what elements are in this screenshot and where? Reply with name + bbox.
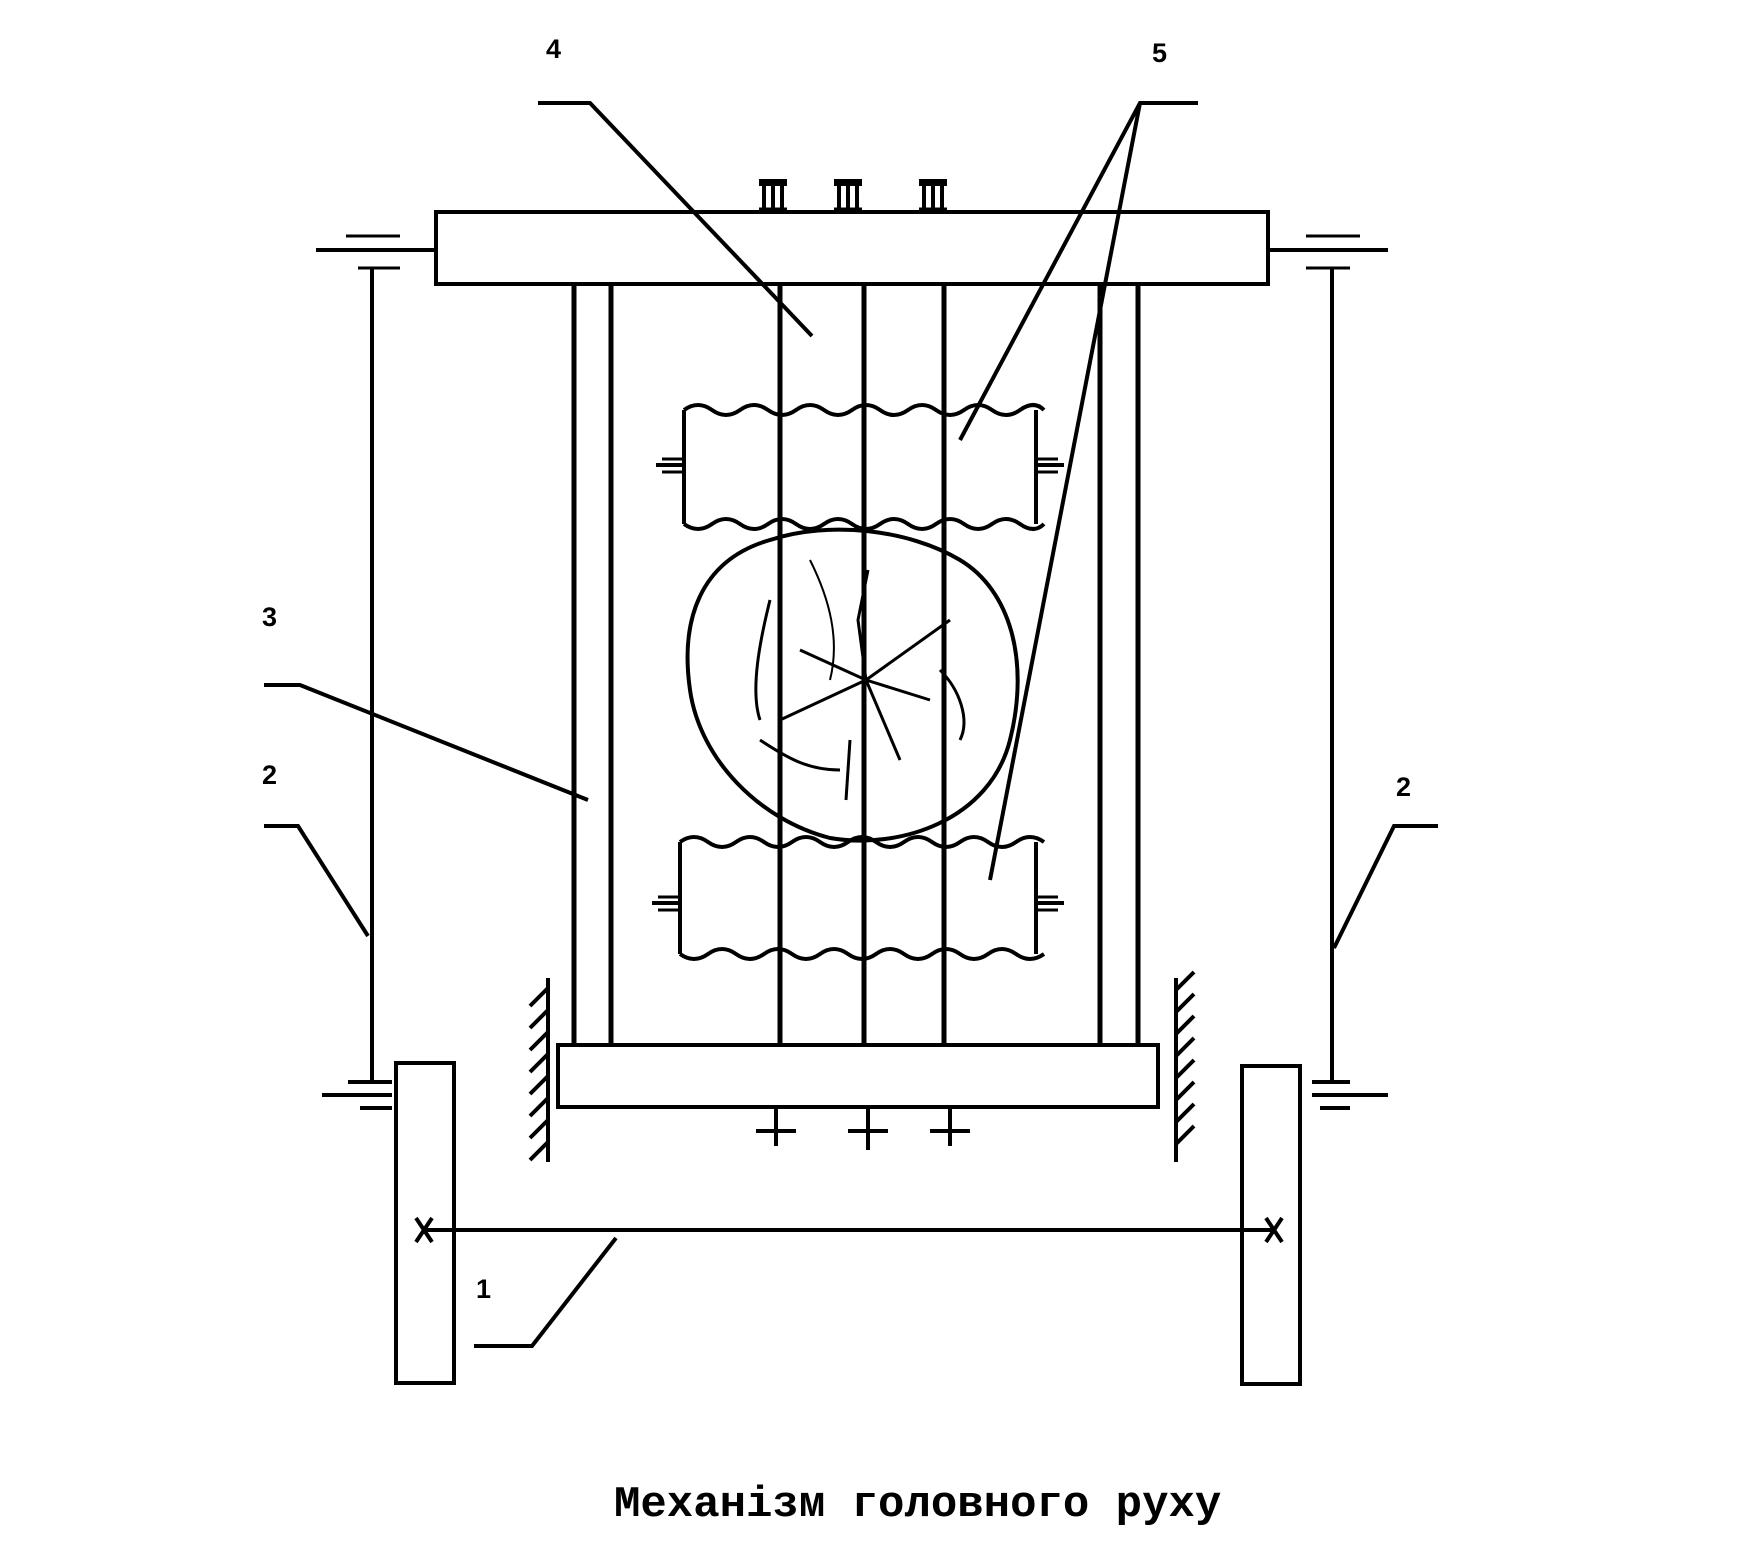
- right-fixed-guide: [1174, 970, 1196, 1162]
- top-beam: [434, 177, 1270, 286]
- top-left-guide: [316, 234, 436, 270]
- label-1: 1: [476, 1274, 491, 1304]
- saw-blades: [777, 284, 947, 1045]
- left-crank-wheel: [394, 1061, 456, 1385]
- bolt-1: [757, 177, 789, 211]
- right-crank-wheel: [1240, 1064, 1302, 1386]
- leader-lines: [264, 101, 1438, 1348]
- left-connecting-rod: [322, 268, 392, 1110]
- bolt-3: [917, 177, 949, 211]
- diagram-caption: Механізм головного руху: [614, 1480, 1221, 1530]
- left-fixed-guide: [528, 978, 550, 1162]
- label-3: 3: [262, 602, 277, 632]
- top-right-guide: [1268, 234, 1388, 270]
- bolt-2: [832, 177, 864, 211]
- frame-rods: [571, 284, 1141, 1045]
- log-cross-section: [685, 527, 1020, 843]
- label-5: 5: [1152, 38, 1167, 68]
- upper-feed-roller: [654, 403, 1066, 531]
- label-2-left: 2: [262, 760, 277, 790]
- label-2-right: 2: [1396, 772, 1411, 802]
- right-connecting-rod: [1312, 268, 1388, 1110]
- crank-shaft: [414, 1216, 1284, 1244]
- label-4: 4: [546, 34, 561, 64]
- lower-feed-roller: [650, 835, 1066, 961]
- bottom-beam: [556, 1043, 1160, 1150]
